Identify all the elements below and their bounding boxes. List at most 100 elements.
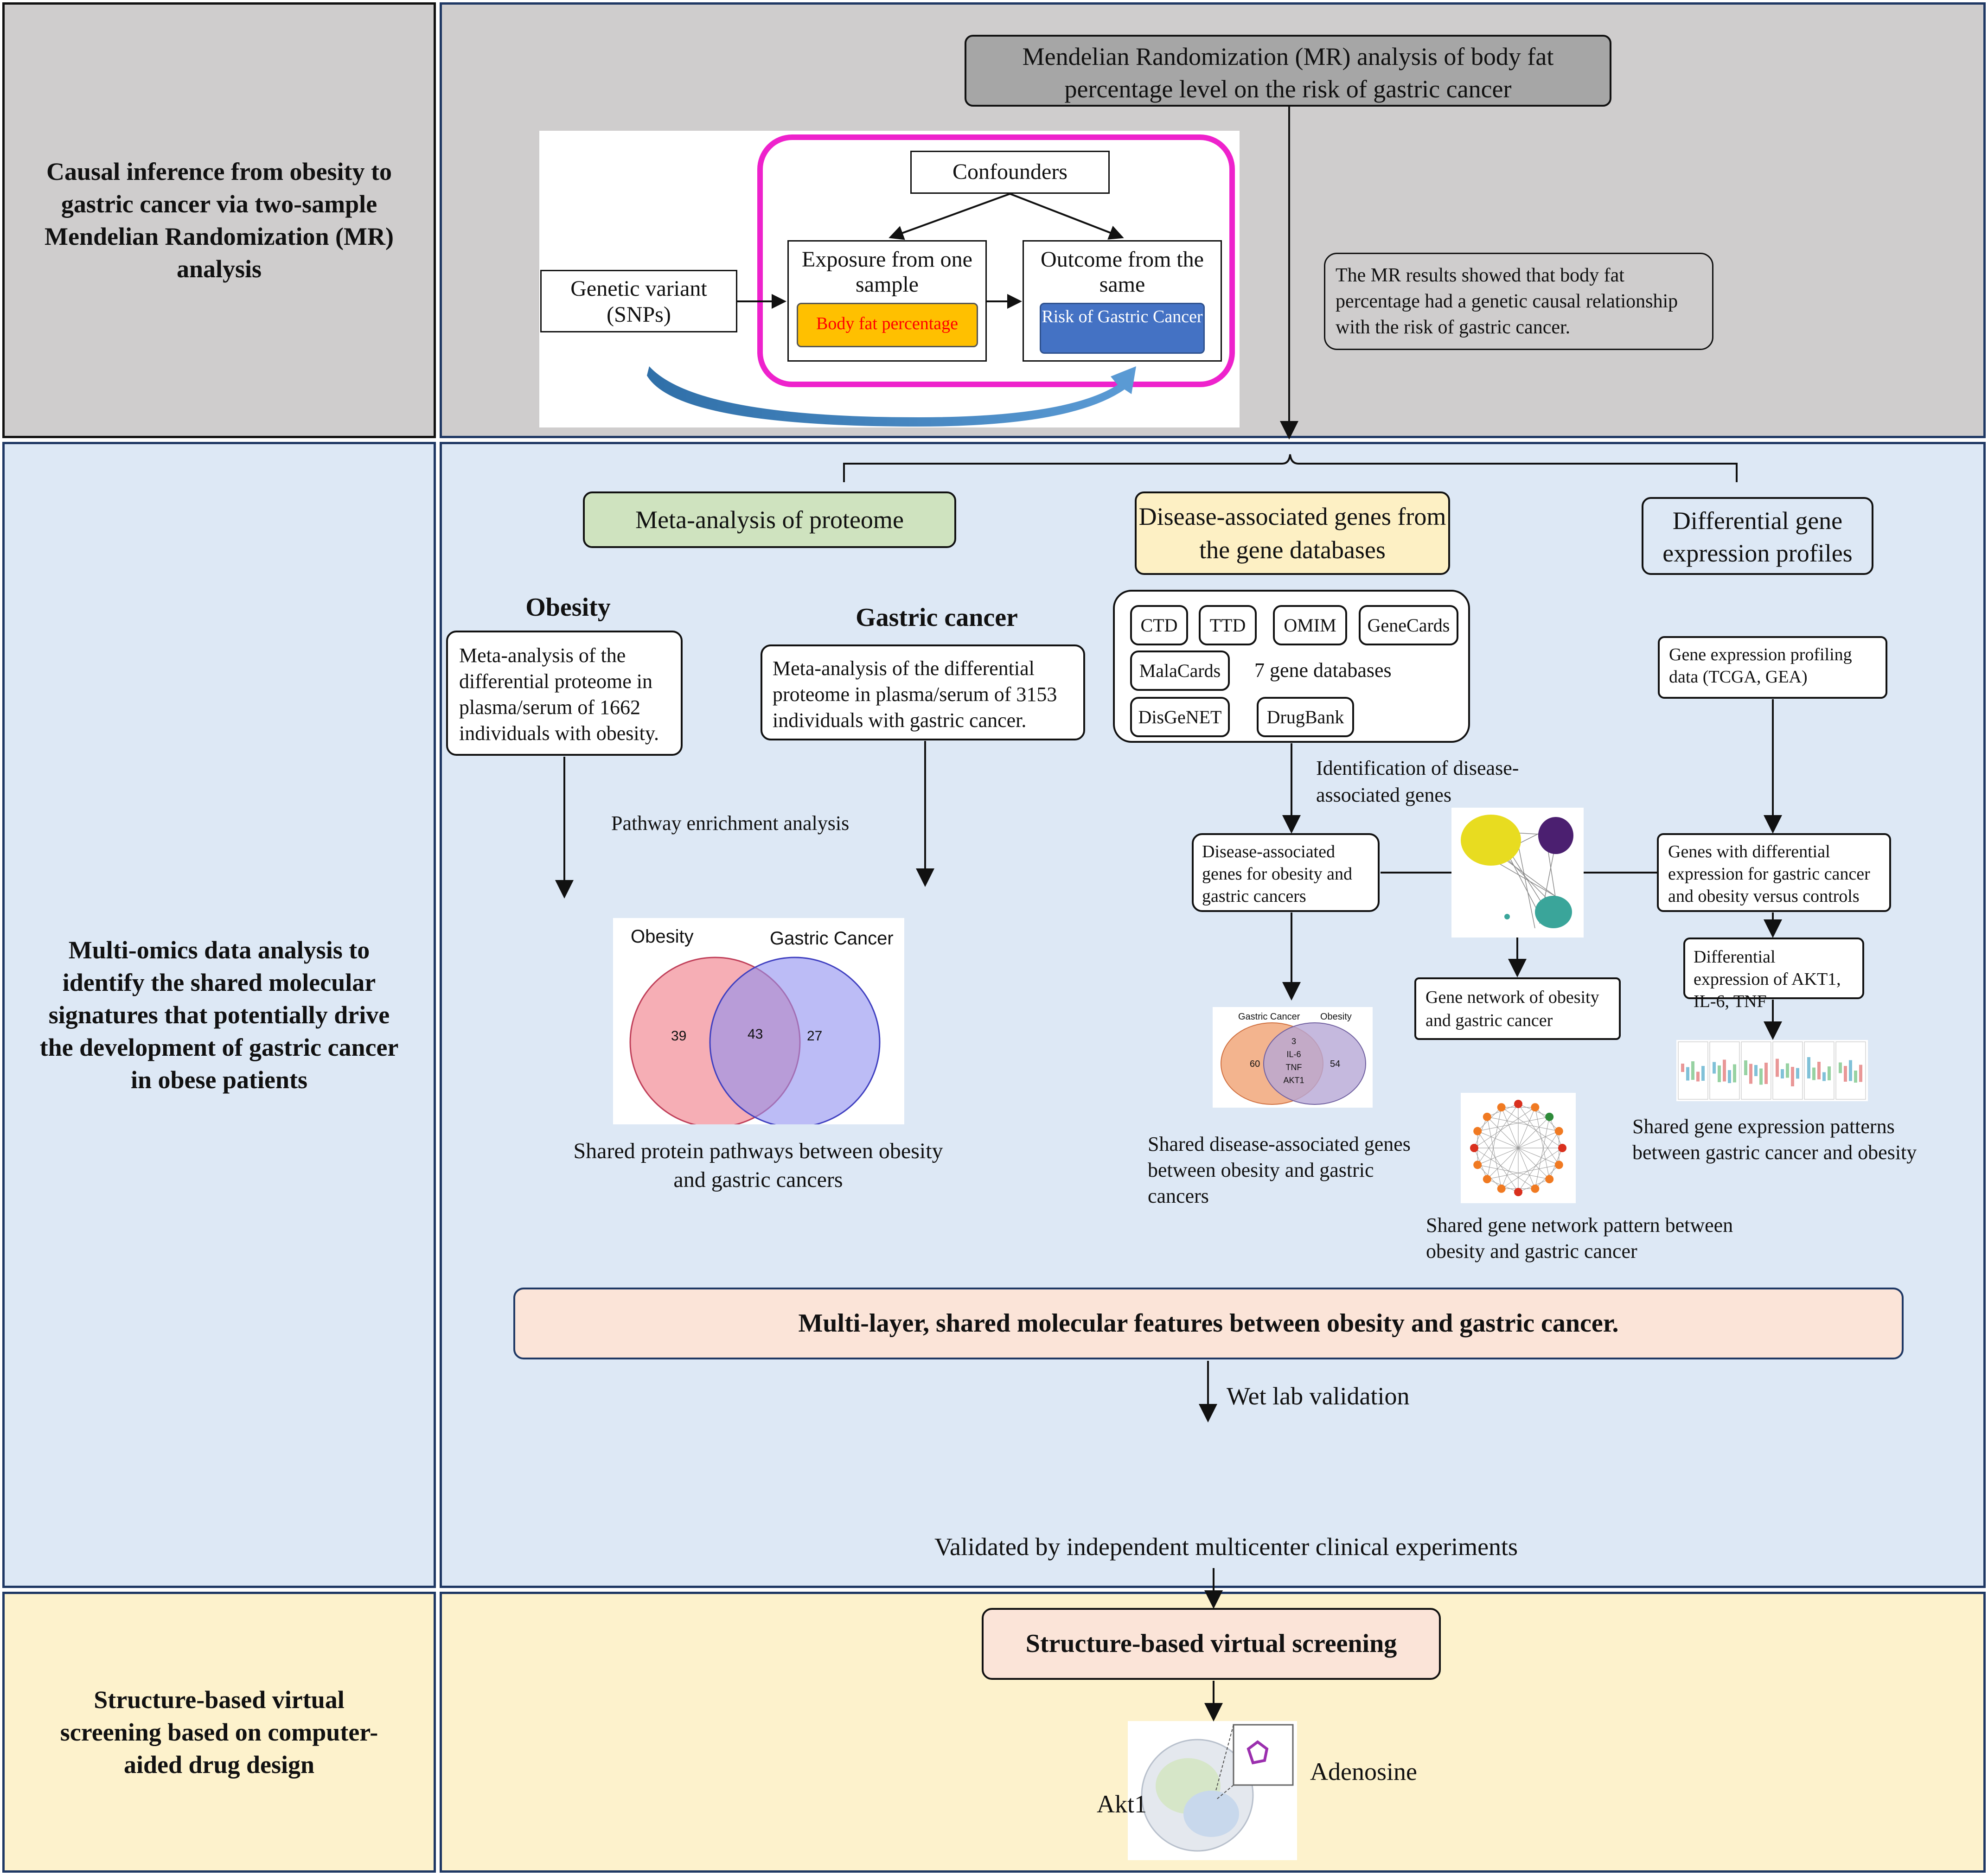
expression-box [1849,1060,1852,1081]
expression-box [1844,1066,1847,1082]
gene-venn-shared-count: 3 [1291,1037,1296,1046]
expression-box [1839,1062,1842,1073]
network-edge [1487,1116,1502,1189]
network-node [1473,1161,1482,1169]
row-label-screening: Structure-based virtual screening based … [2,1592,436,1873]
expression-box [1817,1062,1821,1079]
proteome-venn: Obesity Gastric Cancer 39 43 27 [613,918,904,1124]
virtual-screening-box: Structure-based virtual screening [982,1608,1441,1680]
proteome-header: Meta-analysis of proteome [583,491,956,548]
gene-network-box: Gene network of obesity and gastric canc… [1414,977,1621,1040]
gene-venn-gastric-label: Gastric Cancer [1238,1012,1300,1022]
expression-box [1713,1062,1716,1074]
outcome-label: Outcome from the same [1041,247,1204,297]
gene-venn-tnf: TNF [1285,1063,1302,1072]
network-node [1531,1184,1540,1193]
network-node [1497,1103,1506,1112]
gene-network-caption: Shared gene network pattern between obes… [1426,1214,1733,1263]
expression-box [1733,1064,1736,1083]
venn-obesity-label: Obesity [631,926,694,947]
db-drugbank: DrugBank [1257,697,1354,737]
db-disgenet: DisGeNET [1130,697,1230,737]
network-node [1470,1144,1478,1152]
mr-highlight-frame [757,134,1235,387]
expression-box [1728,1070,1731,1083]
network-edge [1477,1131,1519,1193]
disease-genes-box: Disease-associated genes for obesity and… [1192,833,1380,912]
venn-right-count: 27 [807,1028,823,1044]
expression-box [1776,1059,1779,1077]
proteome-caption: Shared protein pathways between obesity … [573,1139,943,1192]
expression-data-box: Gene expression profiling data (TCGA, GE… [1658,636,1887,699]
mr-result-box: The MR results showed that body fat perc… [1324,253,1713,350]
db-ttd: TTD [1199,605,1257,645]
venn-gastric-label: Gastric Cancer [770,928,894,949]
gene-venn-caption: Shared disease-associated genes between … [1148,1133,1411,1207]
genes-header: Disease-associated genes from the gene d… [1135,491,1450,575]
expression-header: Differential gene expression profiles [1642,497,1873,575]
expression-box [1786,1063,1789,1078]
expression-box [1791,1067,1794,1086]
expression-box [1854,1071,1857,1083]
network-image [1451,808,1584,938]
expression-box [1759,1068,1763,1085]
gene-venn-il6: IL-6 [1286,1050,1301,1059]
network-node [1558,1144,1566,1152]
network-edge [1501,1107,1563,1148]
gene-venn-left-count: 60 [1250,1059,1260,1069]
exposure-tag: Body fat percentage [796,303,978,347]
expression-box [1807,1057,1810,1078]
expression-box [1691,1061,1694,1080]
expression-box [1796,1068,1799,1079]
expression-box [1701,1066,1705,1081]
adenosine-label: Adenosine [1310,1758,1417,1786]
expression-box [1828,1066,1831,1080]
outcome-box: Outcome from the same Risk of Gastric Ca… [1023,240,1222,362]
differential-genes-box: Genes with differential expression for g… [1657,833,1891,912]
expression-box [1764,1063,1768,1084]
network-edge [1501,1107,1535,1189]
validated-label: Validated by independent multicenter cli… [934,1533,1518,1561]
pathway-enrichment-label: Pathway enrichment analysis [611,812,850,835]
network-node [1483,1112,1491,1121]
expression-box [1859,1065,1862,1082]
network-node [1554,1127,1563,1135]
gastric-proteome-box: Meta-analysis of the differential proteo… [761,644,1085,740]
db-omim: OMIM [1273,605,1347,645]
gene-venn-right-count: 54 [1330,1059,1341,1069]
network-node [1545,1175,1554,1184]
expression-box [1749,1064,1752,1084]
confounders-box: Confounders [910,151,1110,194]
outcome-tag: Risk of Gastric Cancer [1040,303,1205,354]
db-ctd: CTD [1130,605,1188,645]
obesity-proteome-box: Meta-analysis of the differential proteo… [446,631,683,756]
obesity-title: Obesity [525,593,611,622]
akt1-structure-image [1128,1721,1297,1860]
expression-box [1718,1065,1721,1082]
db-count-label: 7 gene databases [1254,659,1392,682]
gene-network-image [1461,1093,1576,1203]
expression-box [1812,1067,1815,1080]
mr-title-box: Mendelian Randomization (MR) analysis of… [965,35,1611,107]
akt1-label: Akt1 [1097,1790,1147,1818]
expression-box [1744,1060,1747,1075]
expression-caption: Shared gene expression patterns between … [1632,1115,1917,1164]
expression-box [1681,1064,1684,1072]
expression-box [1754,1065,1758,1076]
network-edge [1487,1107,1502,1180]
row-label-omics: Multi-omics data analysis to identify th… [2,442,436,1588]
db-genecards: GeneCards [1359,605,1458,645]
shared-features-box: Multi-layer, shared molecular features b… [513,1288,1904,1359]
network-node [1473,1127,1482,1135]
expression-box [1723,1059,1726,1082]
identification-label: Identification of disease-associated gen… [1316,757,1519,806]
network-node [1514,1100,1522,1108]
exposure-box: Exposure from one sample Body fat percen… [787,240,987,362]
gene-venn: Gastric Cancer Obesity 60 54 3 IL-6 TNF … [1213,1007,1373,1108]
gene-venn-akt1: AKT1 [1283,1076,1304,1085]
gene-venn-obesity-label: Obesity [1320,1012,1352,1022]
expression-box [1822,1072,1826,1081]
expression-plots [1676,1040,1868,1101]
network-node [1545,1112,1554,1121]
